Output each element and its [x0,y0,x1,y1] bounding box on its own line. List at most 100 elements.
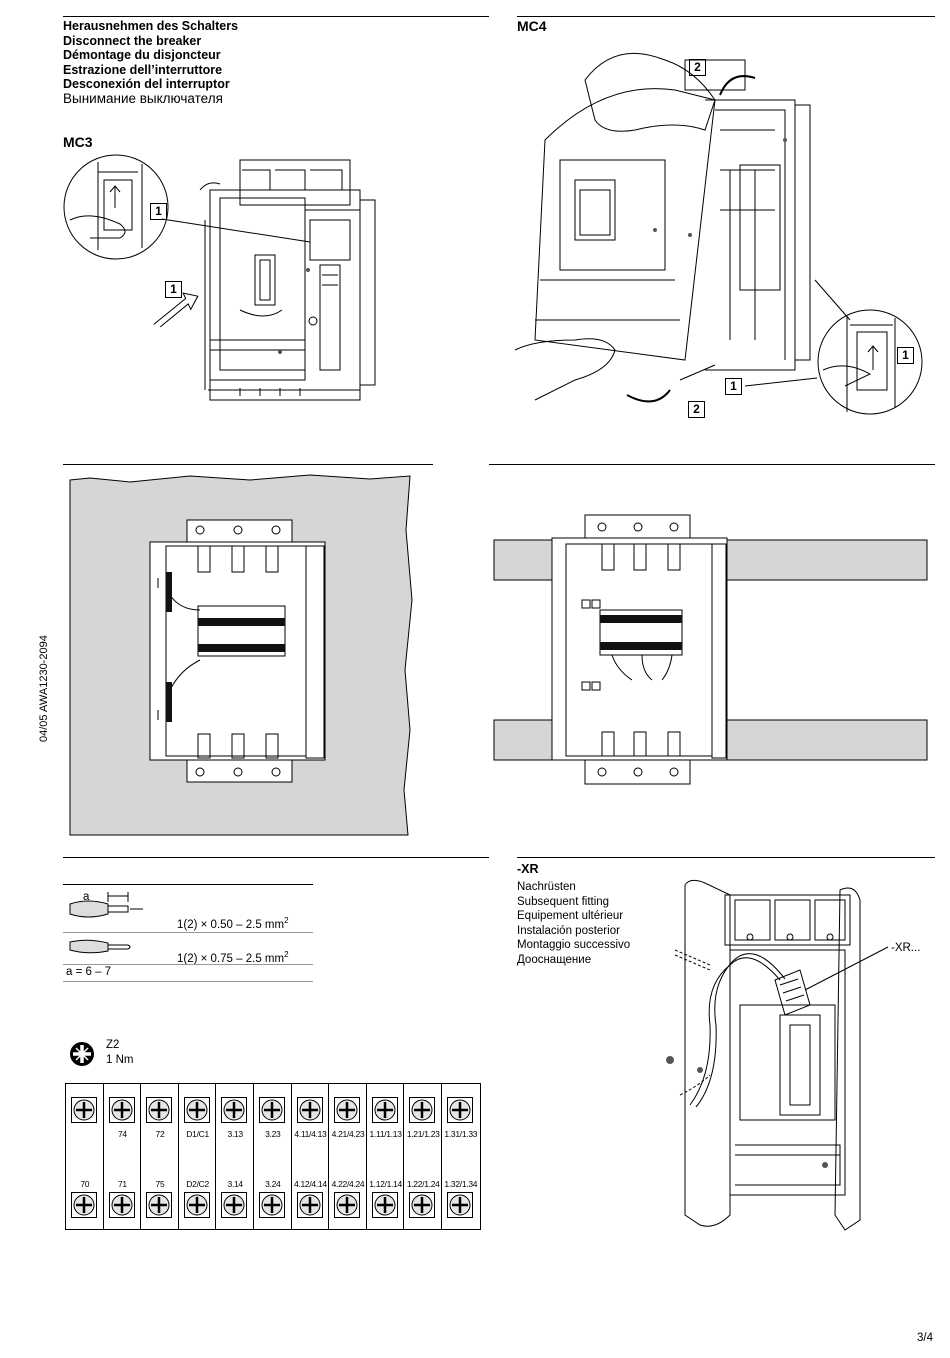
screwdriver-icon [70,1042,94,1066]
xr-line-fr: Equipement ultérieur [517,910,624,923]
mc3-illustration [63,154,376,401]
terminal-label-bottom: 1.12/1.14 [369,1179,402,1189]
middle-rule-right [489,464,935,465]
terminal-column: 4.21/4.23 4.22/4.24 [329,1084,367,1229]
wire-spec-row1-sup: 2 [284,916,289,925]
terminal-label-top: 3.13 [227,1129,244,1139]
mc3-label: MC3 [63,134,93,150]
xr-line-it: Montaggio successivo [517,939,631,952]
wire-spec-top-rule [63,884,313,885]
mc4-step1-box-b: 1 [725,378,742,395]
terminal-screw-top-icon [409,1097,436,1123]
terminal-label-top: D1/C1 [186,1129,209,1139]
heading-es: Desconexión del interruptor [63,77,230,92]
wire-spec-row2: 1(2) × 0.75 – 2.5 mm2 [177,948,289,966]
terminal-screw-bottom-icon [108,1192,135,1218]
heading-it: Estrazione dell’interruttore [63,62,223,77]
terminal-label-bottom: D2/C2 [186,1179,209,1189]
mc3-step1-box-b: 1 [165,281,182,298]
terminal-label-bottom: 3.24 [265,1179,281,1189]
mc3-step1-box-a: 1 [150,203,167,220]
mc4-step2-a-label: 2 [694,60,701,74]
terminal-label-top: 1.11/1.13 [369,1129,402,1139]
terminal-label-bottom: 71 [117,1179,127,1189]
lower-rule-left [63,857,489,858]
heading-fr: Démontage du disjoncteur [63,48,221,63]
terminal-screw-bottom-icon [409,1192,436,1218]
terminal-screw-bottom-icon [221,1192,248,1218]
wire-spec-row1-rule [159,932,313,933]
terminal-screw-bottom-icon [146,1192,173,1218]
mc4-label: MC4 [517,18,547,34]
terminal-label-top: 1.21/1.23 [406,1129,440,1139]
terminal-column: 3.23 3.24 [254,1084,292,1229]
mc3-step1-b-label: 1 [170,282,177,296]
mc4-illustration [514,52,923,415]
stripped-wire-icon [69,892,143,918]
torque-value: 1 Nm [106,1053,134,1066]
mc4-step2-box-b: 2 [688,401,705,418]
mc4-step1-a-label: 1 [902,348,909,362]
xr-title: -XR [517,862,539,876]
terminal-column: 1.31/1.33 1.32/1.34 [442,1084,480,1229]
strip-length-text: a = 6 – 7 [66,966,112,978]
terminal-label-top: 4.21/4.23 [331,1129,365,1139]
terminal-column: 70 [66,1084,104,1229]
din-rail-illustration [493,514,928,785]
xr-description: Nachrüsten Subsequent fitting Equipement… [517,880,630,968]
terminal-screw-top-icon [146,1097,173,1123]
top-rule-right [517,16,935,17]
top-rule-left [63,16,489,17]
wire-spec-row2-rule [63,964,313,965]
terminal-label-bottom: 70 [80,1179,90,1189]
mc4-step1-box-a: 1 [897,347,914,364]
xr-line-es: Instalación posterior [517,924,620,937]
terminal-column: 74 71 [104,1084,142,1229]
terminal-label-top: 74 [117,1129,127,1139]
page-number: 3/4 [917,1332,933,1344]
terminal-screw-bottom-icon [334,1192,361,1218]
xr-callout: -XR... [891,942,921,954]
terminal-label-bottom: 4.12/4.14 [294,1179,327,1189]
terminal-screw-bottom-icon [371,1192,398,1218]
terminal-label-bottom: 1.32/1.34 [444,1179,478,1189]
terminal-label-top: 3.23 [265,1129,281,1139]
heading-ru: Вынимание выключателя [63,90,223,106]
wire-spec-row2-sup: 2 [284,950,289,959]
side-code: 04/05 AWA1230-2094 [38,632,52,742]
wire-spec-row1-text: 1(2) × 0.50 – 2.5 mm [177,918,285,931]
lower-rule-right [517,857,935,858]
terminal-screw-bottom-icon [71,1192,97,1218]
screwdriver-size: Z2 [106,1039,120,1051]
section-heading: Herausnehmen des Schalters Disconnect th… [63,19,238,107]
wire-spec-row1: 1(2) × 0.50 – 2.5 mm2 [177,914,289,932]
terminal-screw-top-icon [221,1097,248,1123]
terminal-screw-top-icon [371,1097,398,1123]
mc4-step1-b-label: 1 [730,379,737,393]
terminal-screw-top-icon [71,1097,97,1123]
terminal-label-bottom: 4.22/4.24 [331,1179,365,1189]
mc3-step1-a-label: 1 [155,204,162,218]
terminal-screw-bottom-icon [183,1192,210,1218]
terminal-label-top: 4.11/4.13 [294,1129,327,1139]
wall-mount-illustration [69,474,413,836]
side-code-text: 04/05 AWA1230-2094 [38,635,50,742]
terminal-screw-top-icon [259,1097,285,1123]
heading-de: Herausnehmen des Schalters [63,19,239,33]
terminal-screw-top-icon [108,1097,135,1123]
xr-illustration [666,879,889,1231]
wire-spec-mid-rule [63,932,159,933]
terminal-label-top: 1.31/1.33 [444,1129,478,1139]
wire-spec-bottom-rule [63,981,313,982]
mc4-step2-b-label: 2 [693,402,700,416]
terminal-label-top: 72 [155,1129,165,1139]
solid-wire-icon [69,939,131,954]
xr-line-ru: Дооснащение [517,953,592,966]
strip-length-letter: a [83,891,90,903]
torque-spec: Z2 1 Nm [106,1038,133,1067]
terminal-screw-top-icon [183,1097,210,1123]
